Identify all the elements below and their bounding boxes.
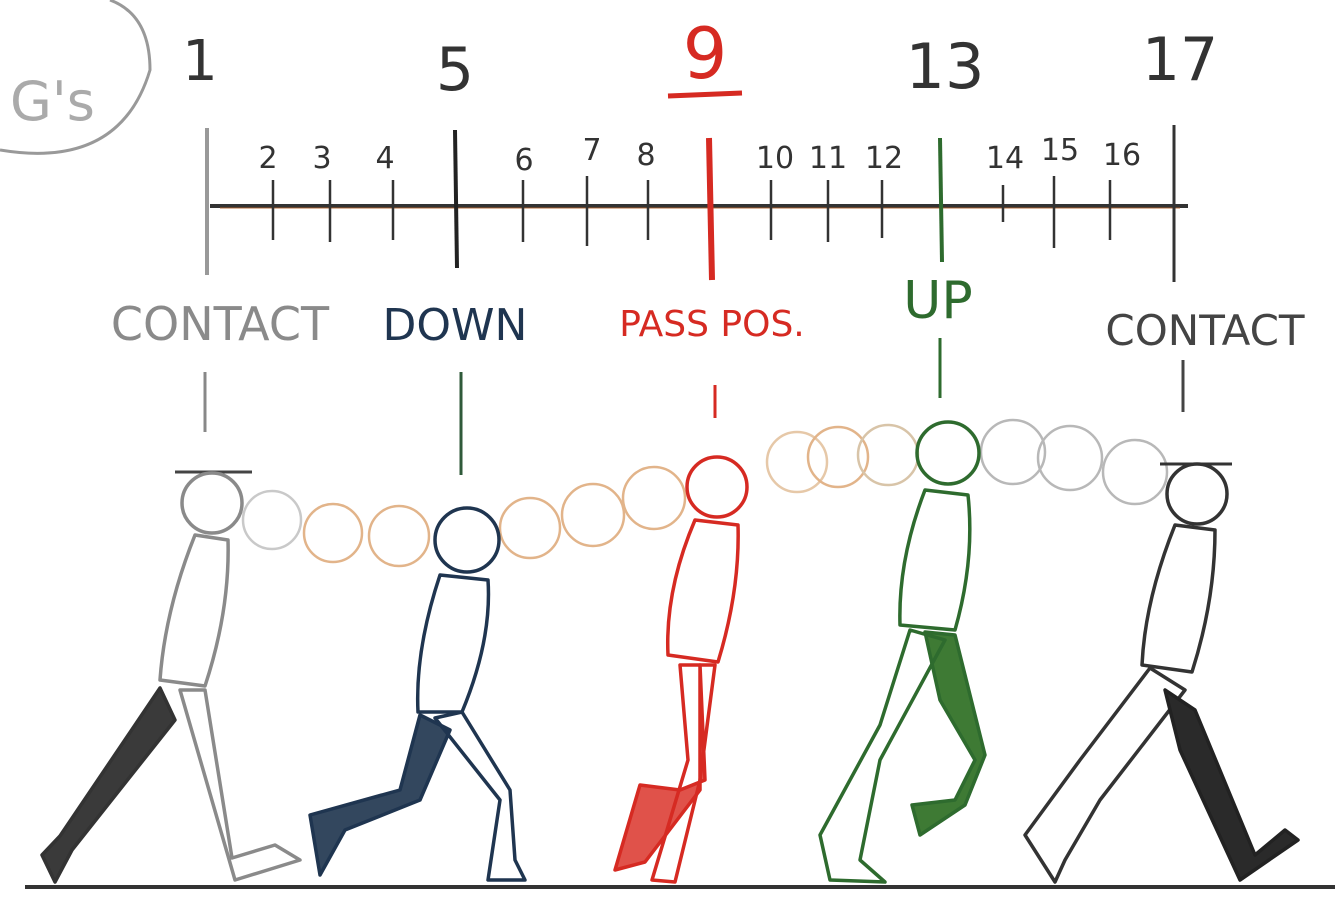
corner-note: G's <box>0 0 152 155</box>
figure-17-head <box>1165 462 1229 526</box>
pose-label-pass-position: PASS POS. <box>619 304 805 345</box>
frame-number-8: 8 <box>636 138 655 173</box>
figure-9-front-leg <box>650 663 717 884</box>
tick-9 <box>706 137 715 281</box>
key-frame-number-1: 1 <box>182 29 218 94</box>
figure-13-front-leg <box>818 628 947 884</box>
figure-13-torso <box>898 488 972 632</box>
ghost-head-8 <box>621 465 687 531</box>
pose-label-contact-start: CONTACT <box>111 297 330 351</box>
ghost-head-11 <box>806 425 870 489</box>
frame-number-14: 14 <box>986 141 1024 176</box>
pose-labels: CONTACT DOWN PASS POS. UP CONTACT <box>111 271 1305 355</box>
tick-5 <box>453 129 459 269</box>
ghost-head-6 <box>498 496 562 560</box>
ghost-head-7 <box>560 482 626 548</box>
figure-up <box>818 420 987 884</box>
ghost-head-10 <box>765 430 829 494</box>
ghost-head-15 <box>1036 424 1104 492</box>
ghost-head-2 <box>241 489 303 551</box>
ghost-head-3 <box>302 502 364 564</box>
figure-down <box>308 506 527 882</box>
frame-number-12: 12 <box>865 141 903 176</box>
figure-1-head <box>180 471 244 535</box>
head-arc <box>241 418 1169 568</box>
figure-5-head <box>433 506 501 574</box>
frame-number-16: 16 <box>1103 138 1141 173</box>
frame-number-4: 4 <box>375 141 394 176</box>
corner-note-text: G's <box>10 70 95 133</box>
figure-5-front-leg <box>433 710 527 882</box>
frame-number-11: 11 <box>809 141 847 176</box>
figure-1-back-leg <box>40 686 177 884</box>
figure-17-torso <box>1140 523 1217 674</box>
timeline <box>205 125 1188 282</box>
figure-5-torso <box>415 573 491 714</box>
figure-9-torso <box>665 518 740 664</box>
key-frame-number-9: 9 <box>683 13 728 95</box>
figure-17-front-leg <box>1163 688 1300 882</box>
key-frame-9-underline <box>667 90 743 99</box>
key-frame-number-13: 13 <box>906 30 985 103</box>
pose-label-up: UP <box>903 271 972 331</box>
figure-5-back-leg <box>308 713 452 877</box>
pose-label-down: DOWN <box>383 300 528 351</box>
figure-9-back-leg <box>613 663 707 872</box>
figure-9-head <box>685 455 749 519</box>
frame-number-10: 10 <box>756 141 794 176</box>
figure-13-back-leg <box>910 630 987 837</box>
frame-number-3: 3 <box>312 141 331 176</box>
figure-1-torso <box>158 533 230 688</box>
figure-contact-start <box>40 470 302 884</box>
ghost-head-16 <box>1101 438 1169 506</box>
figure-pass-position <box>613 455 749 884</box>
pose-label-contact-end: CONTACT <box>1105 306 1305 355</box>
frame-number-7: 7 <box>582 133 601 168</box>
key-frame-number-5: 5 <box>436 35 474 105</box>
key-frame-numbers: 1 5 9 13 17 <box>182 13 1218 105</box>
figure-13-head <box>915 420 981 486</box>
frame-number-6: 6 <box>514 143 533 178</box>
key-frame-number-17: 17 <box>1142 25 1218 95</box>
ghost-head-4 <box>367 504 431 568</box>
figure-contact-end <box>1023 462 1300 884</box>
in-between-numbers: 2 3 4 6 7 8 10 11 12 14 15 16 <box>258 133 1141 178</box>
figure-17-back-leg <box>1023 666 1187 884</box>
connector-lines <box>203 338 1185 475</box>
ghost-head-14 <box>979 418 1047 486</box>
figure-1-front-leg <box>178 688 302 882</box>
tick-13 <box>938 137 944 263</box>
frame-number-2: 2 <box>258 141 277 176</box>
frame-number-15: 15 <box>1041 133 1079 168</box>
